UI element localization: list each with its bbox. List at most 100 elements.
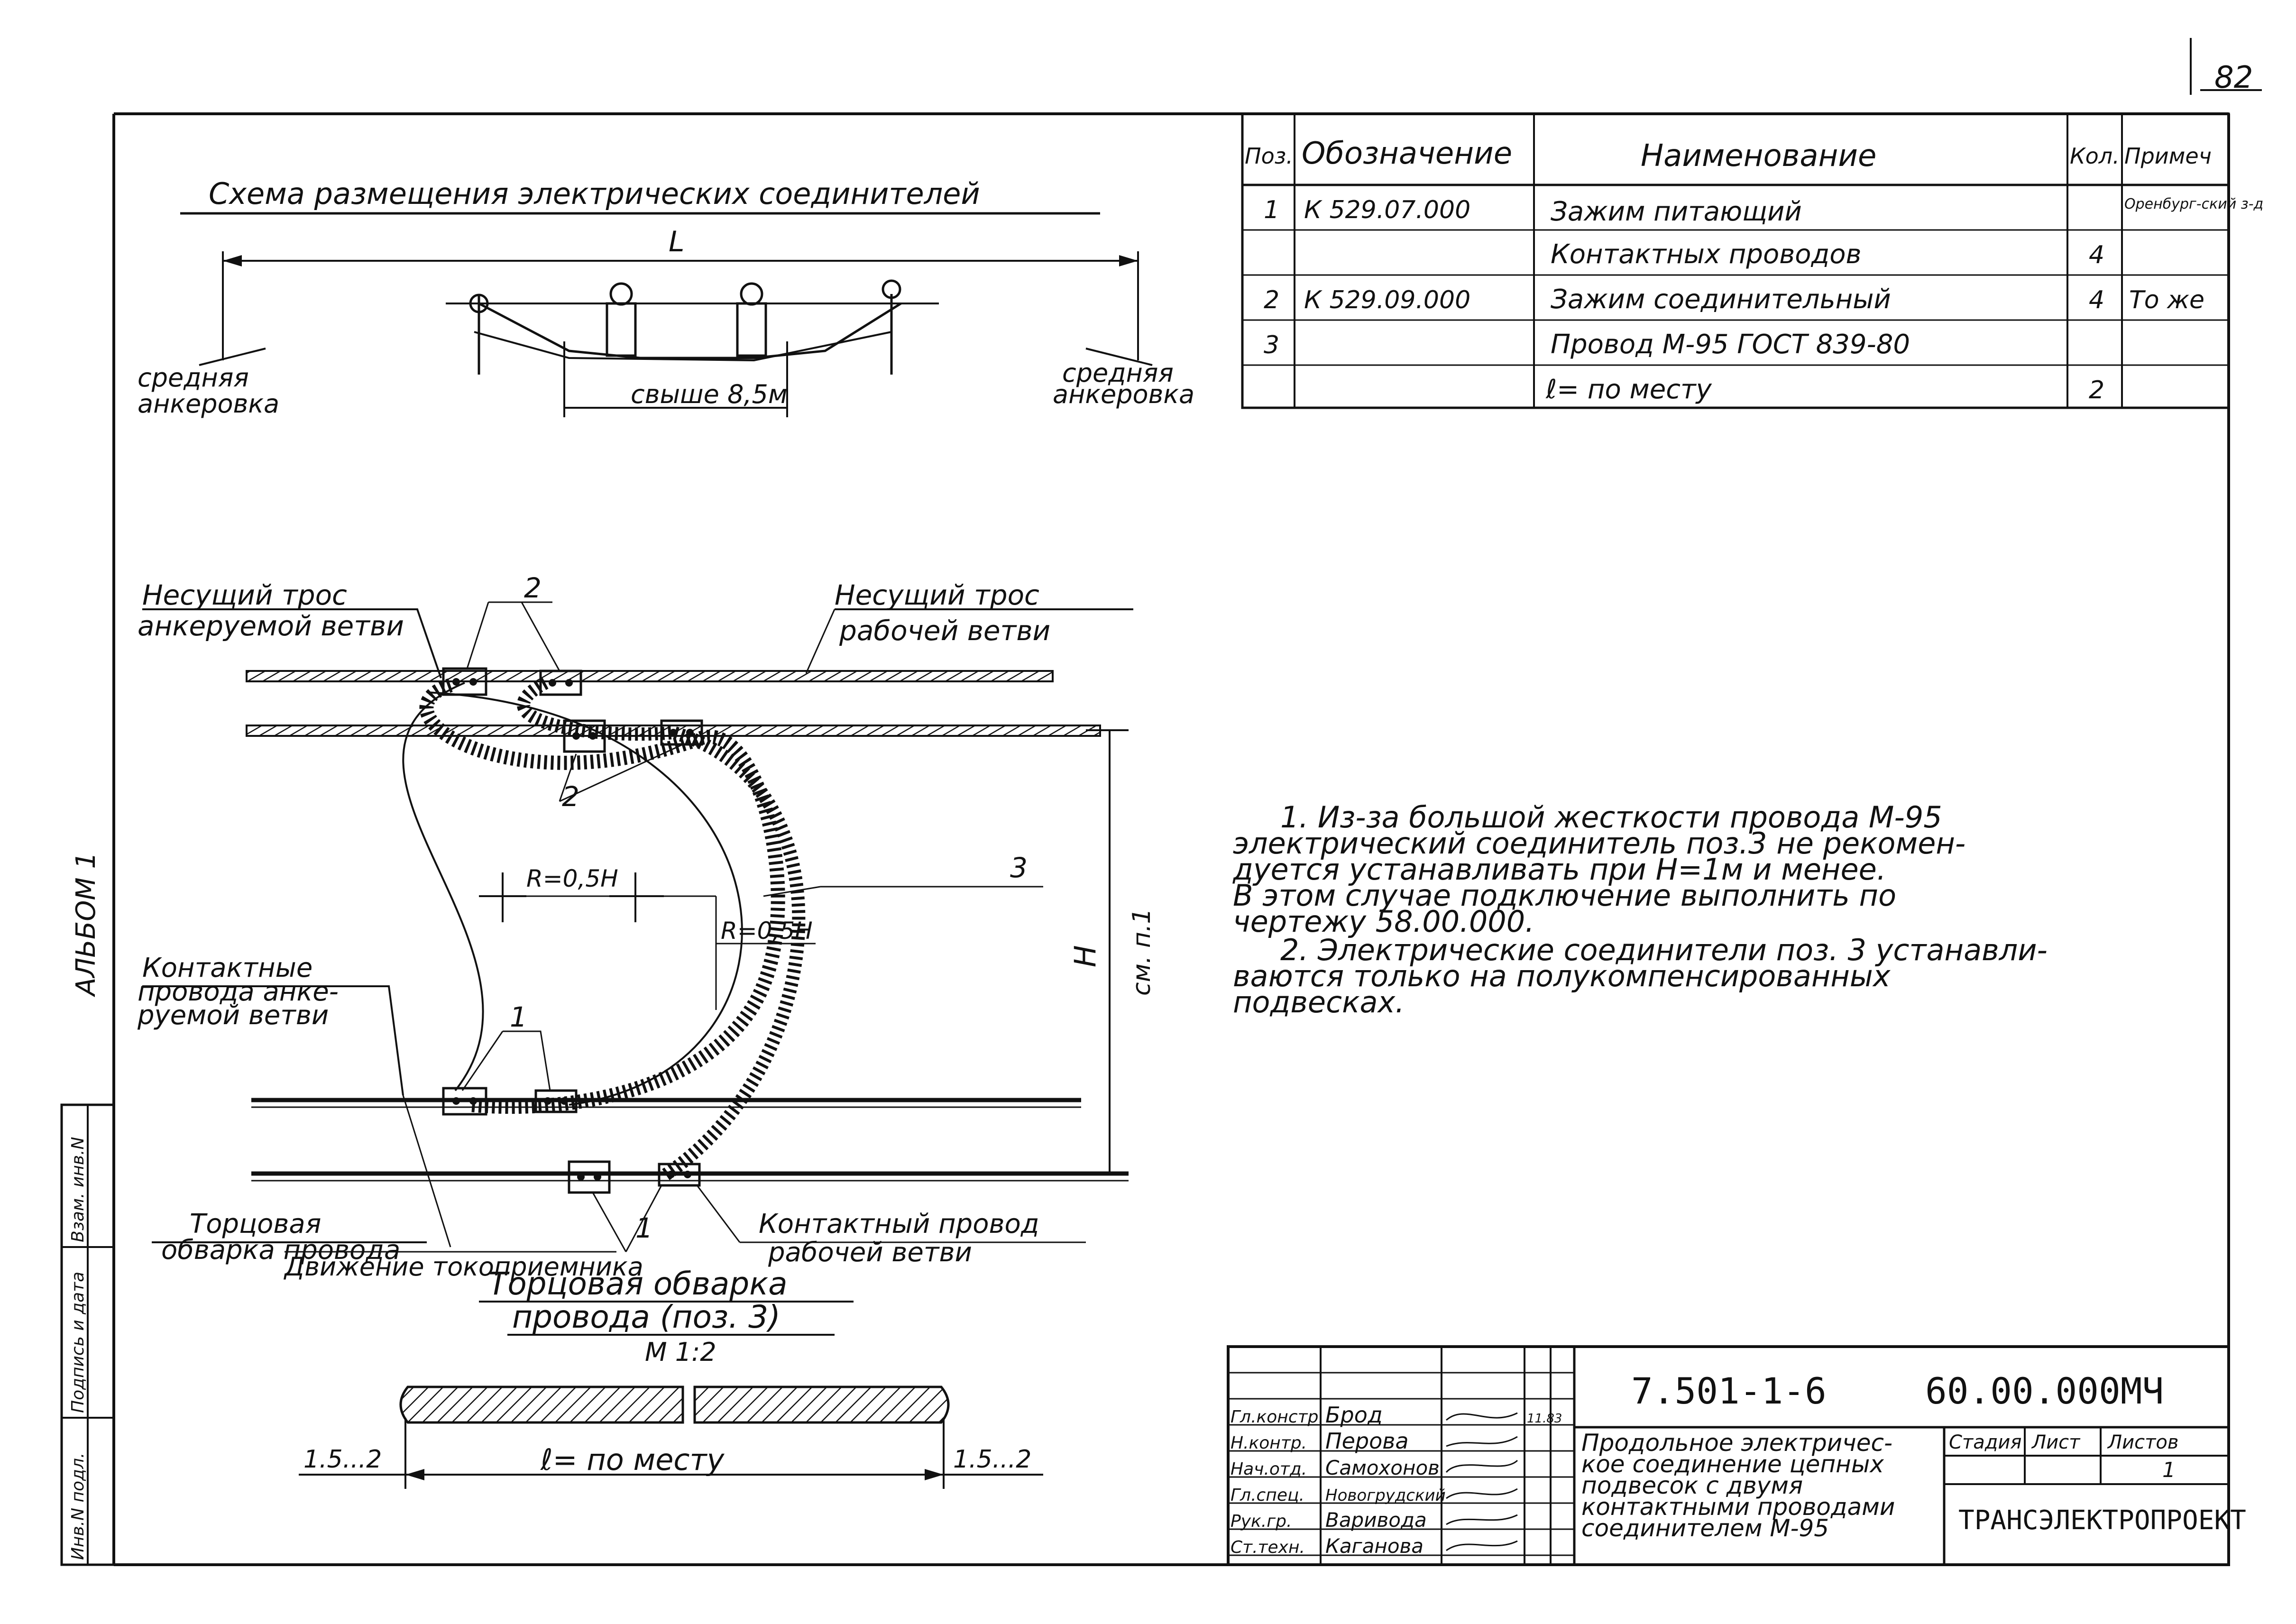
spec-cell-name: ℓ= по месту (1545, 374, 1712, 405)
note-line: подвесках. (1233, 985, 1405, 1019)
note-line: дуется устанавливать при Н=1м и менее. (1232, 852, 1886, 887)
role-label: Н.контр. (1231, 1433, 1307, 1453)
callout-3: 3 (1010, 852, 1028, 884)
left-anchor-line1: средняя (138, 363, 249, 393)
note-line: В этом случае подключение выполнить по (1233, 878, 1896, 913)
detail-title-line1: Торцовая обварка (488, 1266, 788, 1302)
stage-label: Стадия (1949, 1431, 2021, 1453)
spec-cell-name: Зажим питающий (1551, 196, 1802, 227)
spec-header-qty: Кол. (2070, 143, 2120, 169)
spec-header-name: Наименование (1641, 138, 1876, 174)
spec-header-note: Примеч (2124, 143, 2212, 169)
contact-working-line1: Контактный провод (759, 1209, 1039, 1239)
note-line: 2. Электрические соединители поз. 3 уста… (1280, 933, 2048, 967)
spec-row-4: 3 Провод М-95 ГОСТ 839-80 (1264, 329, 1910, 360)
detail-drawing (299, 1385, 1043, 1489)
doc-title-line: контактными проводами (1581, 1493, 1895, 1521)
role-label: Гл.спец. (1231, 1486, 1304, 1505)
role-name: Перова (1325, 1428, 1409, 1454)
spec-cell-note: Оренбург-ский з-д (2124, 196, 2263, 212)
stamp-replace-inv: Взам. инв.N (68, 1137, 88, 1242)
pantograph-direction: Движение токоприемника (284, 1252, 643, 1282)
role-name: Самохонов (1325, 1456, 1440, 1479)
spec-cell-qty: 2 (2089, 376, 2104, 404)
note-line: чертежу 58.00.000. (1233, 904, 1534, 939)
scheme-length-label: L (669, 225, 684, 258)
spec-header-code: Обозначение (1302, 136, 1512, 171)
contact-anchored-line1: Контактные (142, 953, 312, 983)
role-name: Новогрудский (1325, 1486, 1446, 1505)
note-line: 1. Из-за большой жесткости провода М-95 (1280, 800, 1942, 835)
side-stamp (60, 1103, 115, 1566)
spec-cell-pos: 3 (1264, 331, 1279, 359)
spec-cell-name: Зажим соединительный (1551, 284, 1891, 315)
spec-cell-name: Провод М-95 ГОСТ 839-80 (1551, 329, 1910, 360)
role-label: Ст.техн. (1231, 1538, 1305, 1557)
carrier-working-line2: рабочей ветви (839, 615, 1050, 647)
spec-row-3: 2 К 529.09.000 Зажим соединительный 4 То… (1264, 284, 2204, 315)
spec-cell-name: Контактных проводов (1551, 239, 1861, 270)
right-anchor-line2: анкеровка (1053, 379, 1194, 409)
role-name: Каганова (1325, 1534, 1424, 1558)
role-label: Гл.констр. (1231, 1407, 1324, 1427)
spec-table (1241, 112, 2230, 409)
spec-header-pos: Поз. (1245, 143, 1293, 169)
spec-cell-code: К 529.07.000 (1304, 196, 1470, 224)
contact-working-line2: рабочей ветви (768, 1237, 972, 1268)
note-line: ваются только на полукомпенсированных (1233, 959, 1891, 993)
callout-1-bottom: 1 (635, 1212, 653, 1244)
approval-date: 11.83 (1527, 1412, 1562, 1426)
role-name: Брод (1325, 1402, 1383, 1428)
note-line: электрический соединитель поз.3 не реком… (1233, 826, 1965, 861)
spec-cell-pos: 2 (1264, 286, 1279, 314)
doc-title-line: Продольное электричес- (1581, 1429, 1892, 1457)
radius-inner-label: R=0,5H (721, 917, 813, 945)
height-note: см. п.1 (1128, 908, 1156, 996)
project-code: 7.501-1-6 (1631, 1370, 1827, 1412)
stamp-signature-date: Подпись и дата (68, 1272, 88, 1413)
contact-anchored-line3: руемой ветви (137, 1000, 329, 1031)
carrier-anchored-line2: анкеруемой ветви (138, 610, 404, 642)
main-drawing (142, 601, 1133, 1253)
right-anchor-line1: средняя (1062, 358, 1174, 388)
left-anchor-line2: анкеровка (138, 389, 279, 419)
sheet-label: Лист (2031, 1431, 2081, 1453)
role-name: Варивода (1325, 1508, 1427, 1532)
detail-title-line2: провода (поз. 3) (512, 1299, 781, 1335)
role-label: Рук.гр. (1231, 1512, 1292, 1531)
album-label: АЛЬБОМ 1 (71, 852, 101, 997)
detail-right-dim: 1.5...2 (953, 1445, 1031, 1474)
scheme-title: Схема размещения электрических соедините… (209, 176, 980, 211)
height-label: H (1068, 945, 1102, 967)
role-label: Нач.отд. (1231, 1459, 1307, 1479)
doc-title-line: соединителем М-95 (1581, 1514, 1829, 1542)
end-weld-line2: обварка провода (161, 1235, 400, 1266)
doc-title-line: подвесок с двумя (1581, 1472, 1803, 1499)
spec-cell-qty: 4 (2089, 241, 2104, 269)
carrier-working-line1: Несущий трос (835, 579, 1039, 611)
spec-cell-code: К 529.09.000 (1304, 286, 1470, 314)
end-weld-line1: Торцовая (190, 1209, 321, 1239)
notes: 1. Из-за большой жесткости провода М-95 … (1232, 800, 2048, 1019)
spec-cell-note: То же (2129, 286, 2204, 314)
sheets-label: Листов (2107, 1431, 2178, 1453)
spec-cell-qty: 4 (2089, 286, 2104, 314)
spec-row-5: ℓ= по месту 2 (1545, 374, 2104, 405)
contact-anchored-line2: провода анке- (138, 976, 339, 1007)
callout-2-top: 2 (524, 572, 542, 604)
stamp-inv-no: Инв.N подл. (68, 1453, 88, 1560)
page-number: 82 (2214, 60, 2253, 95)
title-block (1227, 1345, 2230, 1566)
callout-1-top: 1 (510, 1001, 527, 1033)
spec-row-2: Контактных проводов 4 (1551, 239, 2104, 270)
callout-2-mid: 2 (562, 780, 579, 813)
scheme-diagram (199, 251, 1153, 417)
detail-scale: М 1:2 (645, 1337, 716, 1367)
spec-cell-pos: 1 (1264, 196, 1279, 224)
scheme-span-label: свыше 8,5м (631, 379, 788, 409)
spec-row-1: 1 К 529.07.000 Зажим питающий Оренбург-с… (1264, 196, 2263, 227)
org-name: ТРАНСЭЛЕКТРОПРОЕКТ (1958, 1505, 2246, 1536)
detail-left-dim: 1.5...2 (303, 1445, 382, 1474)
detail-length: ℓ= по месту (540, 1442, 725, 1477)
